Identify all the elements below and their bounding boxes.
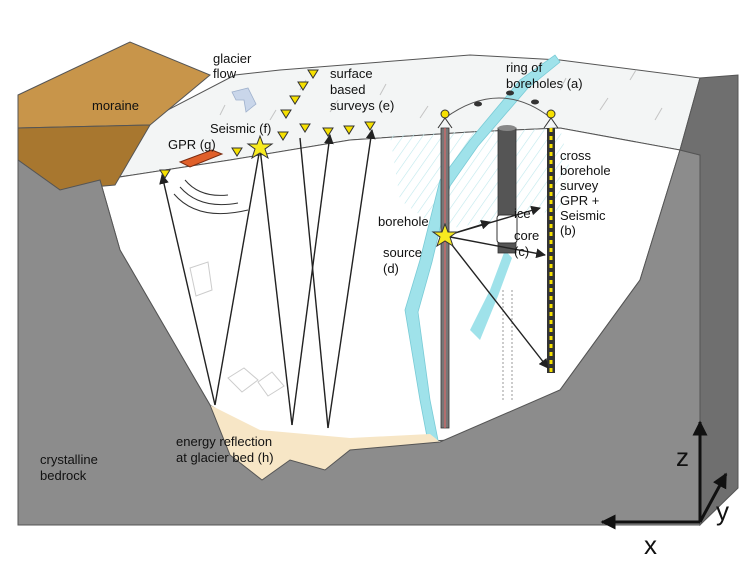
geophone-marker-icon <box>277 131 289 141</box>
geophone-marker-icon <box>364 121 376 131</box>
label-moraine: moraine <box>92 98 139 113</box>
seismic-star-icon <box>246 134 274 160</box>
label-cross-6: (b) <box>560 223 576 238</box>
geophone-marker-icon <box>231 147 243 157</box>
geophone-marker-icon <box>343 125 355 135</box>
borehole-head-right <box>546 109 556 119</box>
borehole-head-left <box>440 109 450 119</box>
seismic-ray-paths <box>159 129 549 429</box>
label-cross-2: borehole <box>560 163 611 178</box>
label-glacier-flow-2: flow <box>213 66 237 81</box>
label-surface-2: based <box>330 82 365 97</box>
axis-x-label: x <box>644 530 657 560</box>
label-gpr: GPR (g) <box>168 137 216 152</box>
label-surface-1: surface <box>330 66 373 81</box>
borehole-ring <box>444 97 552 119</box>
ice-core-sample <box>496 214 518 244</box>
label-reflection-1: energy reflection <box>176 434 272 449</box>
geophone-marker-icon <box>307 69 319 79</box>
borehole-source-star-icon <box>431 222 459 248</box>
label-seismic: Seismic (f) <box>210 121 271 136</box>
geophone-marker-icon <box>289 95 301 105</box>
label-borehole-source-3: (d) <box>383 261 399 276</box>
label-ice-core-2: core <box>514 228 539 243</box>
geophone-marker-icon <box>159 169 171 179</box>
label-reflection-2: at glacier bed (h) <box>176 450 274 465</box>
geophone-marker-icon <box>322 127 334 137</box>
label-ring-2: boreholes (a) <box>506 76 583 91</box>
label-cross-3: survey <box>560 178 599 193</box>
label-ring-1: ring of <box>506 60 543 75</box>
label-glacier-flow-1: glacier <box>213 51 252 66</box>
axis-z-label: z <box>676 442 689 472</box>
label-bedrock-1: crystalline <box>40 452 98 467</box>
label-cross-5: Seismic <box>560 208 606 223</box>
gpr-wavefronts <box>173 179 249 215</box>
label-borehole-source-1: borehole <box>378 214 429 229</box>
geophone-marker-icon <box>280 109 292 119</box>
label-ice-core-3: (c) <box>514 244 529 259</box>
moraine-top <box>17 41 211 129</box>
label-surface-3: surveys (e) <box>330 98 394 113</box>
bedrock-side <box>679 74 739 527</box>
gpr-sled-icon <box>178 149 224 168</box>
surface-crevasse-strokes <box>219 69 663 121</box>
bed-sediment <box>210 405 440 480</box>
ice-sketch-figures <box>189 261 285 397</box>
axis-y-label: y <box>716 496 729 526</box>
label-borehole-source-2: source <box>383 245 422 260</box>
geophone-markers <box>159 69 376 179</box>
geophone-marker-icon <box>299 123 311 133</box>
label-ice-core-1: ice <box>514 206 531 221</box>
axis-triad: z x y <box>600 420 729 560</box>
label-cross-1: cross <box>560 148 592 163</box>
flow-arrow-icon <box>231 87 257 113</box>
geophone-marker-icon <box>297 81 309 91</box>
label-bedrock-2: bedrock <box>40 468 87 483</box>
label-cross-4: GPR + <box>560 193 599 208</box>
